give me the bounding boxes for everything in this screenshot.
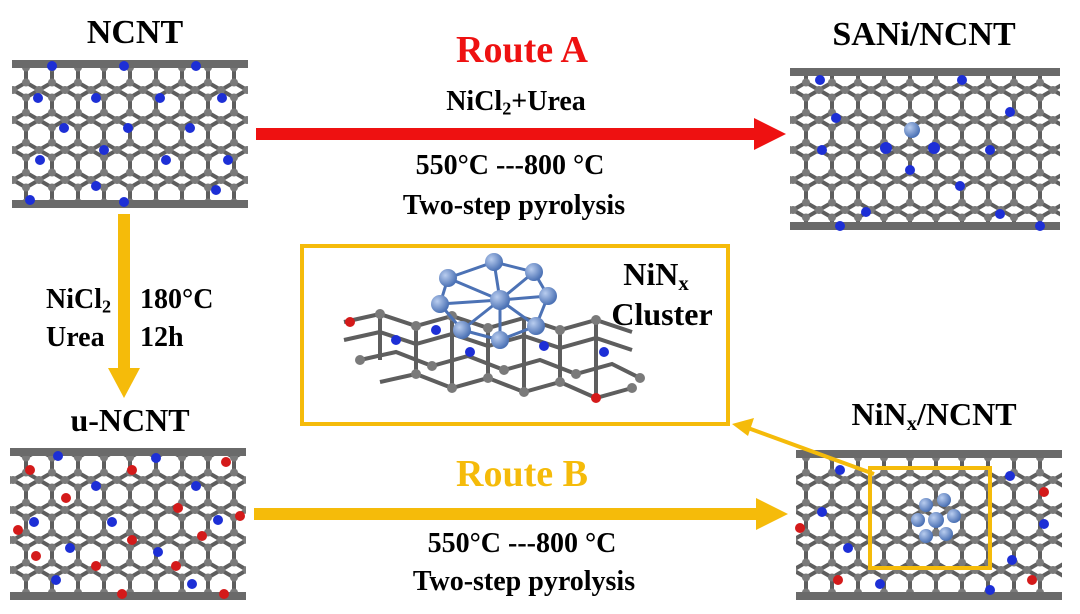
- ninx-ncnt-label: NiNx/NCNT: [851, 396, 1016, 436]
- ninx-ncnt-label-sub: x: [906, 412, 917, 436]
- cluster-inset-formula: NiNx: [623, 256, 689, 296]
- hydrothermal-reagent-urea: Urea: [46, 322, 105, 353]
- route-a-title: Route A: [456, 29, 588, 71]
- cluster-inset-formula-sub: x: [678, 272, 689, 296]
- route-a-reagent-sub: 2: [502, 98, 512, 119]
- hydrothermal-time: 12h: [140, 322, 184, 353]
- route-b-process: Two-step pyrolysis: [412, 566, 636, 597]
- ninx-ncnt-tube: [795, 450, 1062, 600]
- route-b-temperature: 550°C ---800 °C: [427, 528, 617, 559]
- cluster-inset: [300, 244, 730, 426]
- sani-ncnt-tube: [790, 68, 1060, 231]
- cluster-inset-formula-main: NiN: [623, 256, 679, 292]
- route-a-temperature: 550°C ---800 °C: [415, 150, 605, 181]
- ni-cluster-small: [911, 493, 961, 543]
- route-a-reagent-suffix: +Urea: [511, 86, 586, 117]
- route-a-arrow: [256, 118, 786, 150]
- ninx-ncnt-label-suffix: /NCNT: [916, 396, 1017, 432]
- route-b-title: Route B: [456, 453, 588, 495]
- hydrothermal-reagent-nicl2-sub: 2: [102, 296, 112, 317]
- route-a-reagent: NiCl2+Urea: [446, 86, 586, 120]
- route-b-arrow: [254, 498, 788, 530]
- ncnt-label: NCNT: [86, 14, 184, 51]
- u-ncnt-tube: [10, 448, 246, 600]
- cluster-inset-title: Cluster: [611, 296, 713, 332]
- hydrothermal-reagent-nicl2-main: NiCl: [46, 284, 102, 315]
- route-a-reagent-main: NiCl: [446, 86, 503, 117]
- sani-ncnt-label: SANi/NCNT: [832, 16, 1016, 53]
- hydrothermal-temperature: 180°C: [140, 284, 214, 315]
- ninx-ncnt-label-main: NiN: [851, 396, 907, 432]
- hydrothermal-arrow: [108, 214, 140, 398]
- route-a-process: Two-step pyrolysis: [402, 190, 626, 221]
- u-ncnt-label: u-NCNT: [70, 402, 190, 438]
- inset-pointer-arrow: [732, 418, 875, 476]
- ncnt-tube: [12, 60, 248, 208]
- hydrothermal-reagent-nicl2: NiCl2: [46, 284, 111, 318]
- cluster-highlight-box: [868, 466, 992, 570]
